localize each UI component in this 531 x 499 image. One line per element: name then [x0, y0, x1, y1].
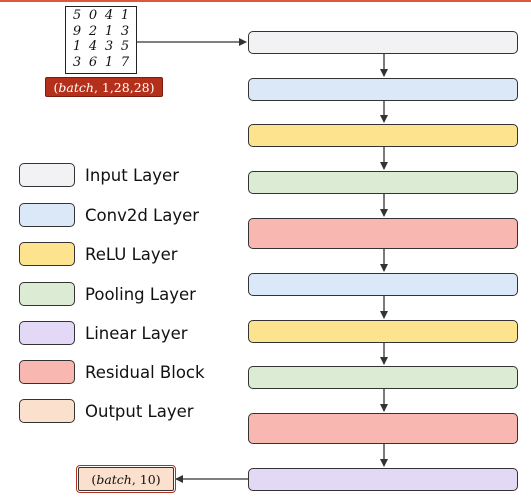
mnist-thumbnail: 5 0 4 1 9 2 1 3 1 4 3 5 3 6 1 7: [65, 6, 137, 74]
legend-swatch: [19, 282, 75, 306]
legend-label: Linear Layer: [85, 323, 188, 343]
legend-swatch: [19, 321, 75, 345]
legend-item-linear: Linear Layer: [19, 320, 188, 346]
digit: 3: [120, 23, 130, 39]
digit: 1: [104, 54, 114, 70]
legend-item-output: Output Layer: [19, 398, 194, 424]
layer-conv2d-2: [248, 78, 518, 101]
digit: 2: [88, 23, 98, 39]
top-rule: [0, 0, 531, 2]
shape-var: batch: [58, 79, 94, 95]
digit: 3: [72, 54, 82, 70]
digit: 6: [88, 54, 98, 70]
legend-item-relu: ReLU Layer: [19, 241, 178, 267]
legend-swatch: [19, 203, 75, 227]
shape-rest: , 10): [131, 471, 161, 487]
layer-pooling-4: [248, 171, 518, 194]
legend-label: ReLU Layer: [85, 244, 178, 264]
legend-label: Pooling Layer: [85, 284, 196, 304]
digit: 5: [72, 8, 82, 23]
layer-residual-9: [248, 413, 518, 444]
shape-var: batch: [96, 471, 132, 487]
layer-relu-7: [248, 320, 518, 343]
paren: (: [53, 79, 59, 95]
legend-label: Residual Block: [85, 362, 205, 382]
digit: 0: [88, 8, 98, 23]
layer-conv2d-6: [248, 273, 518, 296]
input-shape-badge: (batch, 1,28,28): [45, 77, 163, 97]
legend-swatch: [19, 399, 75, 423]
digit: 4: [104, 8, 114, 23]
legend-swatch: [19, 242, 75, 266]
digit: 1: [72, 39, 82, 54]
legend-swatch: [19, 163, 75, 187]
digit: 5: [120, 39, 130, 54]
digit: 3: [104, 39, 114, 54]
legend-item-residual: Residual Block: [19, 359, 205, 385]
legend-item-input: Input Layer: [19, 162, 179, 188]
output-shape-badge: (batch, 10): [76, 465, 176, 493]
paren: (: [91, 471, 97, 487]
shape-rest: , 1,28,28): [93, 79, 155, 95]
digit: 1: [104, 23, 114, 39]
layer-linear-10: [248, 468, 518, 491]
layer-residual-5: [248, 218, 518, 249]
legend-label: Conv2d Layer: [85, 205, 200, 225]
layer-relu-3: [248, 124, 518, 147]
digit: 4: [88, 39, 98, 54]
digit: 7: [120, 54, 130, 70]
digit: 1: [120, 8, 130, 23]
legend-label: Output Layer: [85, 401, 194, 421]
layer-pooling-8: [248, 366, 518, 389]
digit: 9: [72, 23, 82, 39]
legend-item-conv2d: Conv2d Layer: [19, 202, 199, 228]
legend-item-pooling: Pooling Layer: [19, 281, 196, 307]
layer-input-1: [248, 31, 518, 54]
legend-swatch: [19, 360, 75, 384]
legend-label: Input Layer: [85, 165, 179, 185]
